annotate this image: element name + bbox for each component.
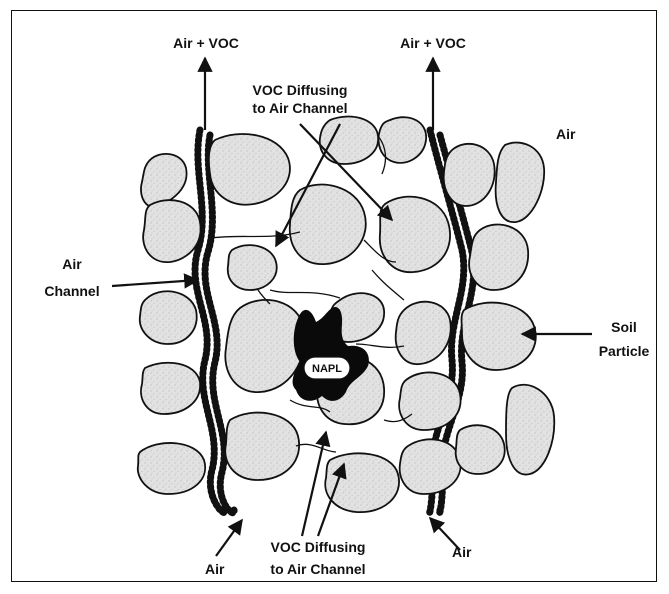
napl-label: NAPL xyxy=(312,363,342,375)
soil-particle xyxy=(456,425,505,474)
label-voc-diffusing-top-1: VOC Diffusing xyxy=(253,82,348,98)
soil-particle xyxy=(138,443,205,494)
soil-particle xyxy=(400,439,461,494)
soil-particle xyxy=(225,300,304,392)
soil-particle xyxy=(141,154,187,207)
label-air-channel-1: Air xyxy=(62,256,82,272)
arrow-air-channel xyxy=(112,280,198,286)
soil-particle xyxy=(140,291,197,344)
soil-particle xyxy=(444,144,495,206)
soil-particle xyxy=(469,224,528,290)
arrow-diffusing-bottom-a xyxy=(302,432,326,536)
soil-particle xyxy=(209,134,290,205)
label-air-top-right: Air xyxy=(556,126,576,142)
label-air-bottom-left: Air xyxy=(205,561,225,577)
soil-particle xyxy=(320,117,378,164)
label-air-channel-2: Channel xyxy=(44,283,99,299)
label-air-bottom-right: Air xyxy=(452,544,472,560)
soil-particle xyxy=(462,303,536,370)
label-soil-1: Soil xyxy=(611,319,637,335)
soil-particle xyxy=(506,385,554,475)
soil-particle xyxy=(399,372,460,430)
soil-particle xyxy=(141,363,200,414)
label-air-voc-left: Air + VOC xyxy=(173,35,239,51)
label-voc-diffusing-bottom-1: VOC Diffusing xyxy=(271,539,366,555)
label-voc-diffusing-top-2: to Air Channel xyxy=(252,100,347,116)
arrow-air-bottom-left xyxy=(216,520,242,556)
label-voc-diffusing-bottom-2: to Air Channel xyxy=(270,561,365,577)
soil-particle xyxy=(396,302,451,364)
label-soil-2: Particle xyxy=(599,343,650,359)
soil-particle xyxy=(496,143,545,223)
soil-particle xyxy=(228,245,277,290)
soil-particle xyxy=(225,413,299,480)
label-air-voc-right: Air + VOC xyxy=(400,35,466,51)
soil-particle xyxy=(143,200,200,262)
